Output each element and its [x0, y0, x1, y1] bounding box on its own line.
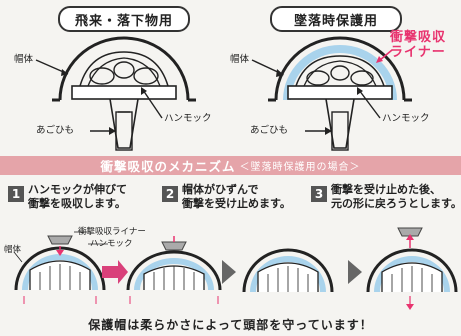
- title-fall-protection-text: 墜落時保護用: [293, 13, 378, 29]
- stage-4-helmet: [366, 227, 458, 310]
- arrow-grey-2: [348, 260, 362, 284]
- step-3-line2: 元の形に戻ろうとします。: [331, 197, 461, 210]
- step-2-text: 帽体がひずんで 衝撃を受け止めます。: [182, 183, 291, 211]
- step-3-text: 衝撃を受け止めた後、 元の形に戻ろうとします。: [331, 183, 461, 211]
- label-hammock-left: ハンモック: [164, 113, 212, 124]
- mechanism-banner: 衝撃吸収のメカニズム ＜墜落時保護用の場合＞: [0, 156, 461, 175]
- step-2-number: 2: [162, 186, 178, 202]
- stage-2-helmet: [126, 236, 222, 304]
- banner-title: 衝撃吸収のメカニズム: [100, 159, 236, 174]
- banner-subtitle: ＜墜落時保護用の場合＞: [239, 162, 361, 173]
- footer-message: 保護帽は柔らかさによって頭部を守っています！: [88, 318, 373, 332]
- label-shell-right: 帽体: [230, 54, 250, 65]
- label-shell-bottom: 帽体: [4, 245, 22, 255]
- step-2-line2: 衝撃を受け止めます。: [182, 197, 291, 210]
- label-chinstrap-right: あごひも: [250, 125, 289, 136]
- label-hammock-bottom: ハンモック: [90, 239, 133, 249]
- label-hammock-right: ハンモック: [382, 113, 430, 124]
- stage-3-helmet: [242, 248, 334, 293]
- title-falling-objects: 飛来・落下物用: [58, 6, 190, 32]
- helmet-right: [251, 36, 412, 151]
- step-1-line1: ハンモックが伸びて: [28, 183, 127, 196]
- arrow-pink: [102, 260, 128, 284]
- step-1-text: ハンモックが伸びて 衝撃を吸収します。: [28, 183, 127, 211]
- label-liner-bottom: 衝撃吸収ライナー: [78, 227, 146, 237]
- step-1-line2: 衝撃を吸収します。: [28, 197, 126, 210]
- step-3-line1: 衝撃を受け止めた後、: [331, 183, 441, 196]
- helmet-left: [35, 36, 196, 151]
- step-1-number: 1: [8, 186, 24, 202]
- title-fall-protection: 墜落時保護用: [270, 6, 402, 32]
- title-falling-objects-text: 飛来・落下物用: [74, 13, 173, 29]
- arrow-grey-1: [222, 260, 236, 284]
- stage-1-helmet: [13, 231, 108, 304]
- label-liner-right: 衝撃吸収 ライナー: [390, 30, 447, 60]
- step-3-number: 3: [311, 186, 327, 202]
- label-shell-left: 帽体: [14, 54, 34, 65]
- step-2-line1: 帽体がひずんで: [182, 183, 259, 196]
- label-chinstrap-left: あごひも: [36, 125, 75, 136]
